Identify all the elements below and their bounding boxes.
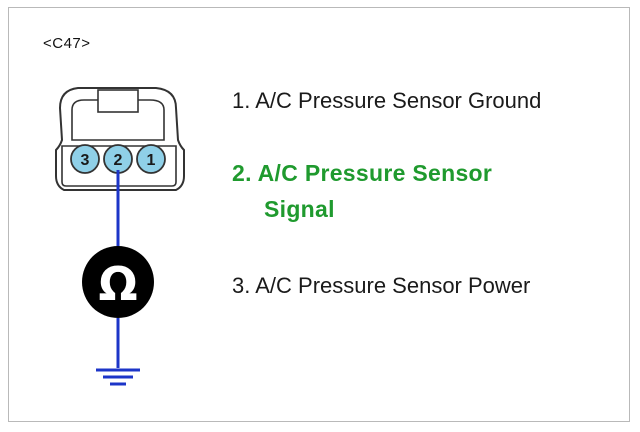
pin-2-label: 2 (114, 152, 123, 169)
legend-pin-2: 2. A/C Pressure Sensor Signal (232, 157, 492, 225)
pin-3: 3 (70, 144, 100, 174)
pin-1: 1 (136, 144, 166, 174)
diagram-frame (8, 7, 630, 422)
legend-pin-1: 1. A/C Pressure Sensor Ground (232, 88, 542, 113)
legend-pin-3: 3. A/C Pressure Sensor Power (232, 273, 531, 298)
ohmmeter-icon: Ω (82, 246, 154, 318)
connector-latch (97, 89, 139, 113)
connector-id-label: <C47> (43, 35, 91, 52)
pin-2: 2 (103, 144, 133, 174)
ohm-symbol: Ω (98, 257, 137, 311)
ground-symbol-icon (96, 368, 140, 386)
legend-pin-2-line2: Signal (264, 196, 335, 222)
connector-housing (55, 87, 185, 191)
pin-1-label: 1 (147, 152, 156, 169)
legend-pin-2-line1: 2. A/C Pressure Sensor (232, 160, 493, 186)
pin-3-label: 3 (81, 152, 90, 169)
